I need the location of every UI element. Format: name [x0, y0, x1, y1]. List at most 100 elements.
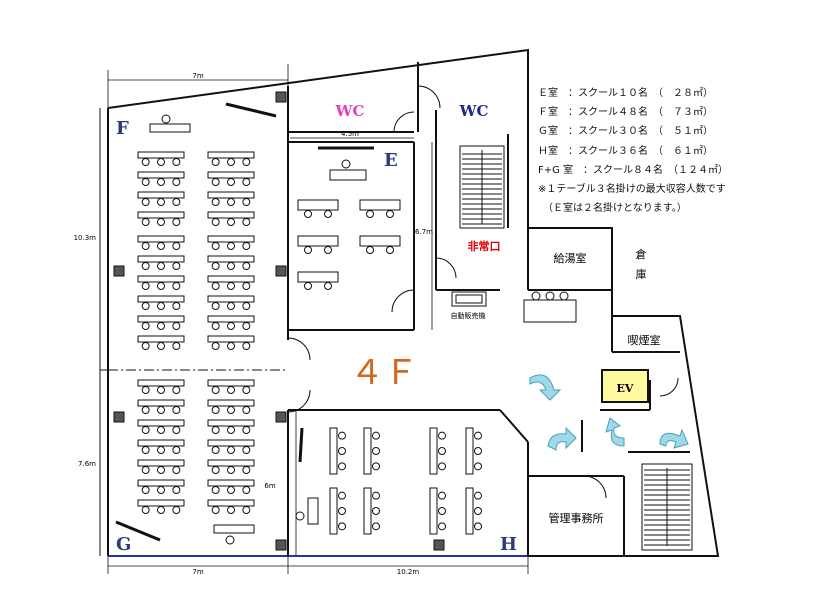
door-swings	[287, 85, 679, 499]
stair-top	[459, 145, 505, 229]
fg-desk-chair	[157, 302, 165, 310]
arrow-icon	[659, 428, 689, 449]
fg-desk-chair	[211, 486, 220, 494]
fg-desk-table	[137, 171, 185, 179]
dim-left-top: 10.3m	[74, 234, 97, 242]
fg-desk-chair	[157, 282, 165, 290]
fg-desk-chair	[211, 198, 220, 206]
fg-desk-chair	[242, 218, 251, 226]
fg-desk-chair	[211, 466, 220, 474]
fg-desk-chair	[211, 242, 220, 250]
fg-desk-chair	[157, 218, 165, 226]
office-label: 管理事務所	[549, 511, 604, 525]
fg-desk-chair	[172, 342, 181, 350]
h-desk-chair	[372, 507, 380, 515]
fg-desk-chair	[227, 506, 235, 514]
h-desk-chair	[438, 447, 446, 455]
fg-desk-table	[207, 479, 255, 487]
fg-desk-chair	[157, 426, 165, 434]
legend-note-e: （Ｅ室は２名掛けとなります。）	[538, 203, 687, 215]
fg-desk-chair	[172, 262, 181, 270]
h-desks	[329, 427, 482, 535]
fg-desk-chair	[157, 198, 165, 206]
screens	[115, 102, 374, 542]
fg-desk-chair	[242, 178, 251, 186]
kitchenette-label: 給湯室	[554, 251, 587, 265]
flow-arrows	[529, 374, 689, 451]
fg-desk-table	[207, 335, 255, 343]
fg-desk-chair	[141, 406, 150, 414]
fg-desk-chair	[242, 302, 251, 310]
legend-line-fg: F+G 室 ：スクール８４名 （１２４㎡）	[538, 164, 729, 176]
room-f-label: F	[116, 118, 129, 139]
fg-desk-chair	[172, 158, 181, 166]
fg-desk-table	[137, 399, 185, 407]
h-desk-chair	[474, 507, 482, 515]
columns	[113, 91, 445, 551]
h-desk-table	[363, 487, 372, 535]
fg-desk-chair	[227, 178, 235, 186]
fg-desk-chair	[211, 322, 220, 330]
fg-desk-table	[137, 315, 185, 323]
fg-desk-chair	[141, 446, 150, 454]
fg-desk-chair	[227, 446, 235, 454]
e-desk-table	[297, 235, 339, 247]
dim-left-bottom: 7.6m	[78, 460, 96, 468]
e-desk-chair	[304, 246, 312, 254]
fg-desk-table	[207, 419, 255, 427]
fg-desk-chair	[141, 198, 150, 206]
e-desk-chair	[386, 210, 394, 218]
room-e-label: E	[384, 150, 398, 171]
fg-desk-chair	[141, 426, 150, 434]
fg-desk-chair	[227, 426, 235, 434]
fg-desk-table	[207, 255, 255, 263]
fg-desk-table	[137, 379, 185, 387]
arrow-icon	[529, 374, 562, 401]
fg-desk-table	[207, 315, 255, 323]
lounge-table	[523, 291, 577, 323]
fg-desk-table	[137, 335, 185, 343]
fg-desk-chair	[227, 342, 235, 350]
fg-desk-chair	[157, 242, 165, 250]
fg-desk-chair	[242, 406, 251, 414]
fg-desk-chair	[227, 406, 235, 414]
fg-desk-table	[207, 171, 255, 179]
fg-desk-table	[207, 211, 255, 219]
fg-desk-chair	[172, 466, 181, 474]
fg-desk-chair	[157, 342, 165, 350]
legend-line-f: Ｆ室 ：スクール４８名 （ ７３㎡）	[538, 107, 713, 119]
h-desk-table	[329, 487, 338, 535]
fg-desk-chair	[211, 262, 220, 270]
fg-desk-chair	[141, 486, 150, 494]
fg-desk-chair	[227, 198, 235, 206]
fg-desk-chair	[211, 506, 220, 514]
e-desk-chair	[324, 246, 332, 254]
arrow-icon	[547, 426, 577, 451]
e-desk-chair	[366, 246, 374, 254]
fg-desk-chair	[157, 322, 165, 330]
fg-desk-chair	[157, 178, 165, 186]
h-desk-chair	[438, 431, 446, 440]
h-desk-chair	[372, 447, 380, 455]
fg-desk-chair	[172, 178, 181, 186]
fg-desk-chair	[242, 282, 251, 290]
fg-desk-table	[137, 191, 185, 199]
fg-desk-chair	[211, 386, 220, 394]
capacity-legend: Ｅ室 ：スクール１０名 （ ２８㎡） Ｆ室 ：スクール４８名 （ ７３㎡） Ｇ室…	[538, 84, 800, 218]
h-desk-table	[465, 427, 474, 475]
fg-desk-chair	[211, 406, 220, 414]
e-desk-chair	[386, 246, 394, 254]
h-desk-chair	[338, 462, 346, 471]
fg-desk-chair	[227, 242, 235, 250]
fg-desk-chair	[211, 282, 220, 290]
h-desk-chair	[438, 522, 446, 531]
fg-desk-chair	[141, 282, 150, 290]
fg-desk-chair	[242, 158, 251, 166]
fg-desk-chair	[242, 426, 251, 434]
fg-desk-table	[137, 459, 185, 467]
fg-desk-chair	[242, 242, 251, 250]
h-desk-table	[363, 427, 372, 475]
fg-desk-chair	[227, 282, 235, 290]
storage-label-top: 倉	[636, 247, 647, 261]
fg-desk-chair	[211, 342, 220, 350]
